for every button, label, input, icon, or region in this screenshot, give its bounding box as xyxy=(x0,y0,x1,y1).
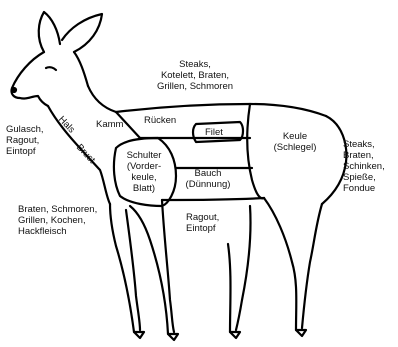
hind-leg-2-inner xyxy=(228,244,231,332)
usage-ruecken: Steaks, Kotelett, Braten, Grillen, Schmo… xyxy=(135,59,255,92)
label-schulter: Schulter (Vorder- keule, Blatt) xyxy=(114,150,174,194)
hind-leg-back xyxy=(302,204,322,328)
usage-schulter: Braten, Schmoren, Grillen, Kochen, Hackf… xyxy=(18,204,97,237)
front-hoof-2 xyxy=(134,332,144,338)
label-filet: Filet xyxy=(205,127,223,138)
front-leg-2 xyxy=(126,210,140,330)
belly-line xyxy=(162,198,264,200)
usage-hals: Gulasch, Ragout, Eintopf xyxy=(6,124,44,157)
front-leg-front xyxy=(130,206,168,334)
right-ear xyxy=(62,14,102,52)
nose xyxy=(12,88,16,92)
label-bauch: Bauch (Dünnung) xyxy=(176,168,240,190)
hind-hoof-2 xyxy=(230,332,240,338)
eye xyxy=(46,67,56,70)
hind-leg-2 xyxy=(236,206,251,330)
usage-keule: Steaks, Braten, Schinken, Spieße, Fondue xyxy=(343,139,385,194)
label-kamm: Kamm xyxy=(96,119,123,130)
front-leg-2-inner xyxy=(110,204,134,332)
label-keule: Keule (Schlegel) xyxy=(260,131,330,153)
head-back xyxy=(74,52,88,86)
hind-hoof xyxy=(296,330,306,336)
front-hoof xyxy=(168,334,178,340)
hind-leg-front xyxy=(264,198,296,330)
label-ruecken: Rücken xyxy=(144,115,176,126)
front-leg-back xyxy=(162,200,174,332)
head-outline xyxy=(11,52,48,106)
usage-bauch: Ragout, Eintopf xyxy=(186,212,219,234)
neck-back xyxy=(88,86,116,112)
left-ear xyxy=(39,12,60,52)
